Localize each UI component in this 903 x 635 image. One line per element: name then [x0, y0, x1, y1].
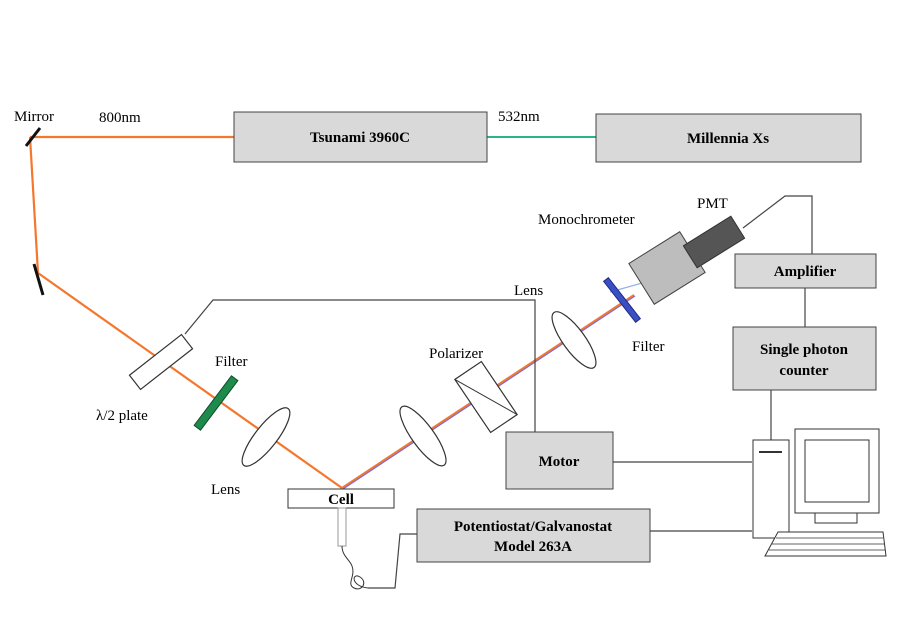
filter-right-label: Filter [632, 339, 665, 355]
filter-left-label: Filter [215, 354, 248, 370]
electrochemical-cell: Cell [287, 488, 395, 590]
computer-icon [752, 428, 887, 557]
cell-electrode [337, 507, 347, 547]
lens-lower [241, 407, 291, 467]
beam-800nm-diagonal [37, 272, 343, 489]
monitor-screen [804, 439, 870, 503]
wire-plate-to-motor [184, 299, 536, 432]
counter-label-line1: Single photon [760, 342, 849, 358]
filter-right [602, 276, 642, 324]
tsunami-label: Tsunami 3960C [310, 130, 410, 146]
potentiostat-label-line2: Model 263A [494, 539, 572, 555]
millennia-label: Millennia Xs [687, 131, 769, 147]
wire-pmt-to-amplifier [742, 195, 813, 254]
potentiostat-label-line1: Potentiostat/Galvanostat [454, 519, 612, 535]
potentiostat-box: Potentiostat/Galvanostat Model 263A [416, 508, 651, 563]
mirror-lower [32, 263, 45, 296]
filter-left [193, 375, 239, 431]
lens-polarizer-side [399, 405, 447, 467]
photon-counter-box: Single photon counter [732, 326, 877, 391]
lens-lower-label: Lens [211, 482, 240, 498]
mirror-top [24, 127, 42, 147]
pmt-detector [682, 215, 746, 269]
cell-lead-wire [341, 545, 369, 590]
polarizer [454, 360, 518, 434]
wire-potentiostat-to-cell [368, 533, 417, 589]
lens-upper [551, 311, 597, 369]
cell-label: Cell [328, 492, 354, 508]
motor-box: Motor [505, 431, 614, 490]
amplifier-box: Amplifier [734, 253, 877, 289]
beam-800nm-down [28, 136, 40, 274]
wavelength-532-label: 532nm [498, 109, 540, 125]
pmt-label: PMT [697, 196, 728, 212]
counter-label-line2: counter [779, 363, 828, 379]
wavelength-800-label: 800nm [99, 110, 141, 126]
half-wave-plate [128, 333, 194, 391]
lens-upper-label: Lens [514, 283, 543, 299]
polarizer-label: Polarizer [429, 346, 483, 362]
amplifier-label: Amplifier [774, 264, 837, 280]
monitor-stand [814, 512, 858, 524]
pc-tower [752, 439, 790, 539]
monochromator-label: Monochrometer [538, 212, 635, 228]
motor-label: Motor [539, 454, 580, 470]
mirror-label: Mirror [14, 109, 54, 125]
millennia-laser-box: Millennia Xs [595, 113, 862, 163]
half-wave-plate-label: λ/2 plate [96, 408, 148, 424]
tsunami-laser-box: Tsunami 3960C [233, 111, 488, 163]
